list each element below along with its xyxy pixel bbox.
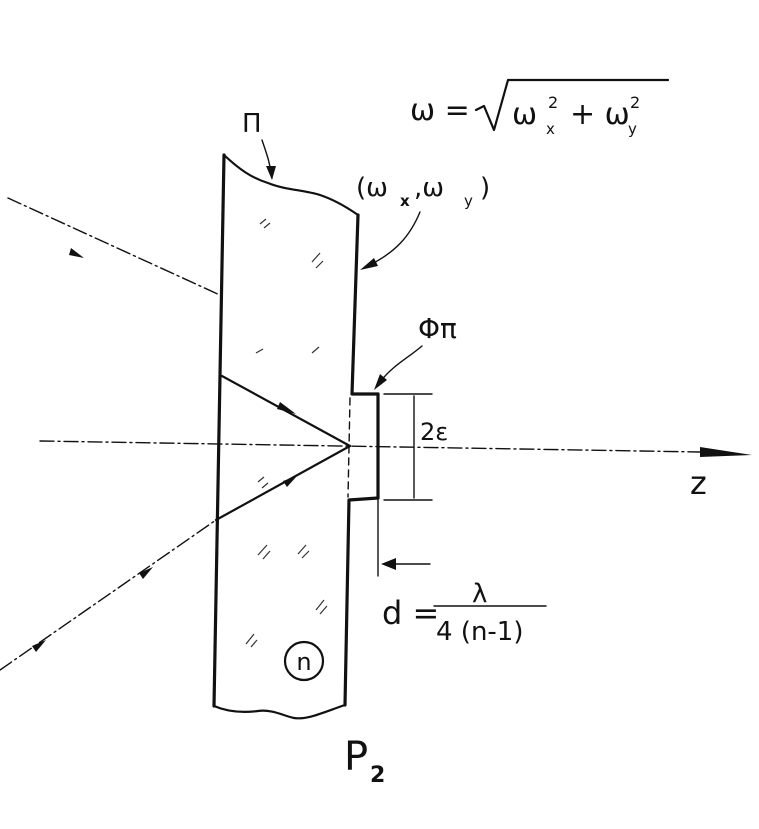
omega-x-symbol: ω — [512, 97, 537, 132]
refractive-index-circle — [283, 640, 325, 682]
phase-leader-arrow — [374, 374, 387, 390]
upper-ray-inside-arrowhead — [277, 402, 296, 414]
d-lhs: d = — [382, 594, 439, 632]
plate-label-leader-arrow — [266, 166, 276, 180]
sqrt-sign — [474, 78, 670, 132]
omega-x-sub: x — [546, 120, 555, 138]
z-axis-label: z — [690, 464, 707, 502]
two-eps-label: 2ε — [420, 418, 448, 446]
coords-mid: ,ω — [414, 173, 444, 203]
plate-right-edge-lower — [343, 496, 380, 707]
frequency-coords-label: (ω x ,ω y ) — [356, 173, 490, 210]
omega-lhs: ω = — [410, 93, 470, 128]
omega-plus-y: + ω — [570, 97, 630, 132]
lower-ray-arrowhead-1 — [32, 640, 46, 652]
omega-formula: ω = ω 2 x + ω 2 y — [410, 78, 670, 138]
d-denominator: 4 (n-1) — [436, 617, 524, 647]
lower-ray-outside — [0, 519, 217, 671]
upper-ray-outside — [7, 197, 223, 297]
plate-name-subscript: 2 — [370, 763, 385, 788]
lower-ray-inside — [214, 444, 352, 522]
omega-x-sup: 2 — [548, 93, 558, 112]
coords-y-sub: y — [464, 192, 473, 210]
lower-ray-arrowhead-2 — [139, 567, 153, 579]
lower-ray-inside-arrowhead — [283, 476, 297, 487]
glass-hatching — [245, 218, 328, 648]
plate-left-edge — [212, 153, 226, 708]
plate-right-edge-upper — [350, 213, 380, 396]
plate-name-label: P — [344, 734, 368, 780]
phase-leader — [379, 345, 423, 383]
omega-y-sub: y — [628, 120, 637, 138]
coords-close: ) — [480, 173, 490, 203]
d-numerator: λ — [472, 579, 487, 609]
coords-x-sub: x — [400, 192, 410, 210]
plate-top-break — [222, 153, 360, 217]
refractive-index-label: n — [296, 648, 311, 676]
coords-leader — [367, 211, 421, 267]
plate-bottom-break — [212, 703, 347, 720]
omega-y-sup: 2 — [630, 93, 640, 112]
optical-axis-line — [39, 440, 701, 453]
coords-leader-arrow — [360, 258, 378, 270]
coords-open: (ω — [356, 173, 388, 203]
phase-label: Φπ — [418, 312, 457, 345]
upper-ray-arrowhead — [69, 248, 84, 258]
plate-top-label: Π — [242, 109, 262, 139]
d-arrowhead — [381, 558, 396, 570]
z-axis-arrowhead — [700, 447, 752, 457]
